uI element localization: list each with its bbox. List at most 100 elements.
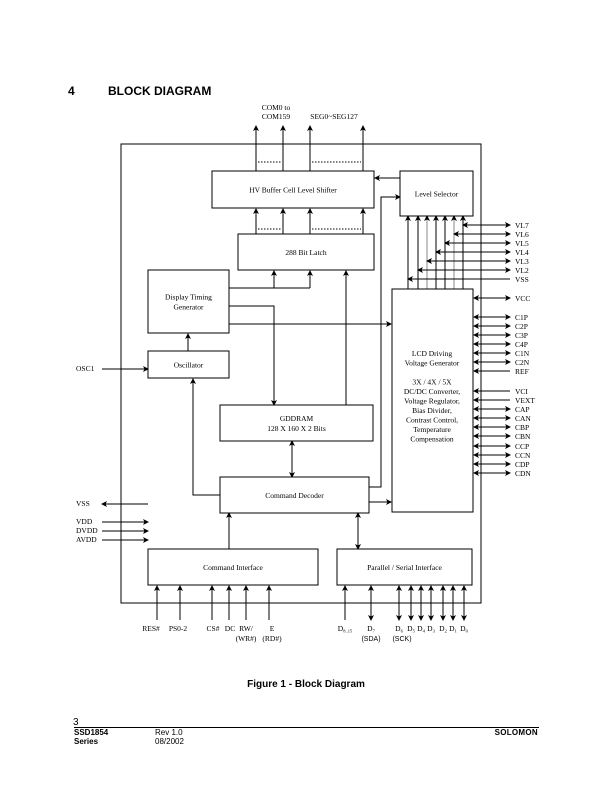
data-pin-sublabel: (SDA) xyxy=(361,636,380,643)
lcd-driving-label: Temperature xyxy=(413,425,451,434)
footer-brand: SOLOMON xyxy=(494,728,538,737)
pin-label-vl2: VL2 xyxy=(515,266,529,275)
parallel-serial-block xyxy=(336,548,473,586)
lcd-driving-label: Voltage Generator xyxy=(405,359,460,368)
pin-label-vext: VEXT xyxy=(515,396,535,405)
display-timing-block-label: Display Timing xyxy=(165,293,212,302)
lcd-driving-label: Voltage Regulator, xyxy=(404,397,460,406)
data-pin-label: D0 xyxy=(460,624,468,634)
data-pin-label: D6 xyxy=(395,624,403,634)
oscillator-block-label: Oscillator xyxy=(174,361,204,370)
timing-to-gddram-arrow xyxy=(229,305,277,406)
footer-part-number: SSD1854 Series xyxy=(74,728,108,746)
pin-label-vci: VCI xyxy=(515,387,528,396)
decoder-to-selector-line xyxy=(369,289,382,488)
power-label-dvdd: DVDD xyxy=(76,526,98,535)
cmd-pin-label: CS# xyxy=(207,624,220,633)
footer-divider xyxy=(74,727,539,728)
cmd-pin-label: E xyxy=(270,624,275,633)
data-pin-label: D3 xyxy=(427,624,435,634)
hv-buffer-block xyxy=(211,170,375,209)
data-pin-label: D2 xyxy=(439,624,447,634)
figure-caption: Figure 1 - Block Diagram xyxy=(247,679,365,690)
pin-label-cap: CAP xyxy=(515,405,530,414)
pin-label-vcc: VCC xyxy=(515,294,530,303)
cmd-pin-sublabel: (WR#) xyxy=(236,634,257,643)
cmd-pin-label: RW/ xyxy=(239,624,254,633)
pin-label-cbn: CBN xyxy=(515,432,531,441)
pin-label-c4p: C4P xyxy=(515,340,528,349)
command-interface-block xyxy=(147,548,319,586)
data-pin-label: D1 xyxy=(449,624,457,634)
lcd-driving-label: DC/DC Converter, xyxy=(404,387,460,396)
gddram-block-label: GDDRAM xyxy=(280,414,314,423)
lcd-driving-label: Compensation xyxy=(410,435,454,444)
cmd-pin-label: RES# xyxy=(142,624,160,633)
data-pin-sublabel: (SCK) xyxy=(392,636,411,643)
display-timing-block-label: Generator xyxy=(174,303,204,312)
level-selector-block xyxy=(399,170,474,217)
footer-revision: Rev 1.0 08/2002 xyxy=(155,728,184,746)
osc1-label: OSC1 xyxy=(76,364,95,373)
cmd-pin-label: PS0-2 xyxy=(169,624,188,633)
pin-label-can: CAN xyxy=(515,414,531,423)
cmd-pin-sublabel: (RD#) xyxy=(262,634,282,643)
pin-label-vl5: VL5 xyxy=(515,239,529,248)
command-decoder-block-label: Command Decoder xyxy=(265,491,324,500)
pin-label-vl6: VL6 xyxy=(515,230,529,239)
section-title: BLOCK DIAGRAM xyxy=(108,84,212,98)
lcd-driving-label: Bias Divider, xyxy=(412,406,452,415)
pin-label-c1n: C1N xyxy=(515,349,530,358)
page-number: 3 xyxy=(73,717,79,728)
decoder-to-osc-arrow xyxy=(190,378,220,496)
command-decoder-block xyxy=(219,476,370,514)
pin-label-cdn: CDN xyxy=(515,469,531,478)
section-number: 4 xyxy=(68,84,75,98)
pin-label-vl4: VL4 xyxy=(515,248,529,257)
cmd-pin-label: DC xyxy=(225,624,235,633)
level-selector-block-label: Level Selector xyxy=(415,190,459,199)
pin-label-cbp: CBP xyxy=(515,423,529,432)
data-pin-label: D5 xyxy=(407,624,415,634)
gddram-block-label: 128 X 160 X 2 Bits xyxy=(267,424,326,433)
vss-label: VSS xyxy=(76,499,90,508)
latch-block xyxy=(237,233,375,271)
data-pin-label: D7 xyxy=(367,624,375,634)
oscillator-block xyxy=(147,350,230,379)
pin-label-vss: VSS xyxy=(515,275,529,284)
lcd-driving-label: 3X / 4X / 5X xyxy=(412,378,452,387)
power-label-avdd: AVDD xyxy=(76,535,97,544)
seg-label: SEG0~SEG127 xyxy=(310,112,358,121)
pin-label-ccn: CCN xyxy=(515,451,531,460)
footer-part-line-1: SSD1854 xyxy=(74,728,109,737)
display-timing-block xyxy=(147,269,230,334)
gddram-block xyxy=(219,404,374,442)
com-label: COM0 to xyxy=(262,103,291,112)
pin-label-c2n: C2N xyxy=(515,358,530,367)
pin-label-c1p: C1P xyxy=(515,313,528,322)
footer-part-line-2: Series xyxy=(74,737,99,746)
data-pin-label: D8..15 xyxy=(338,624,353,634)
pin-label-vl3: VL3 xyxy=(515,257,529,266)
lcd-driving-block xyxy=(391,288,474,513)
pin-label-ccp: CCP xyxy=(515,442,529,451)
power-label-vdd: VDD xyxy=(76,517,93,526)
lcd-to-selector-arrow xyxy=(380,194,401,289)
latch-block-label: 288 Bit Latch xyxy=(285,248,326,257)
com-label: COM159 xyxy=(262,112,291,121)
parallel-serial-block-label: Parallel / Serial Interface xyxy=(367,563,442,572)
pin-label-ref: REF xyxy=(515,367,529,376)
command-interface-block-label: Command Interface xyxy=(203,563,263,572)
data-pin-label: D4 xyxy=(417,624,425,634)
lcd-driving-label: Contrast Control, xyxy=(406,416,458,425)
chip-boundary xyxy=(120,143,482,604)
pin-label-c3p: C3P xyxy=(515,331,528,340)
hv-buffer-block-label: HV Buffer Cell Level Shifter xyxy=(249,186,337,195)
lcd-driving-label: LCD Driving xyxy=(412,349,452,358)
pin-label-cdp: CDP xyxy=(515,460,530,469)
pin-label-c2p: C2P xyxy=(515,322,528,331)
pin-label-vl7: VL7 xyxy=(515,221,529,230)
footer-rev-line-1: Rev 1.0 xyxy=(155,728,183,737)
footer-rev-line-2: 08/2002 xyxy=(155,737,184,746)
